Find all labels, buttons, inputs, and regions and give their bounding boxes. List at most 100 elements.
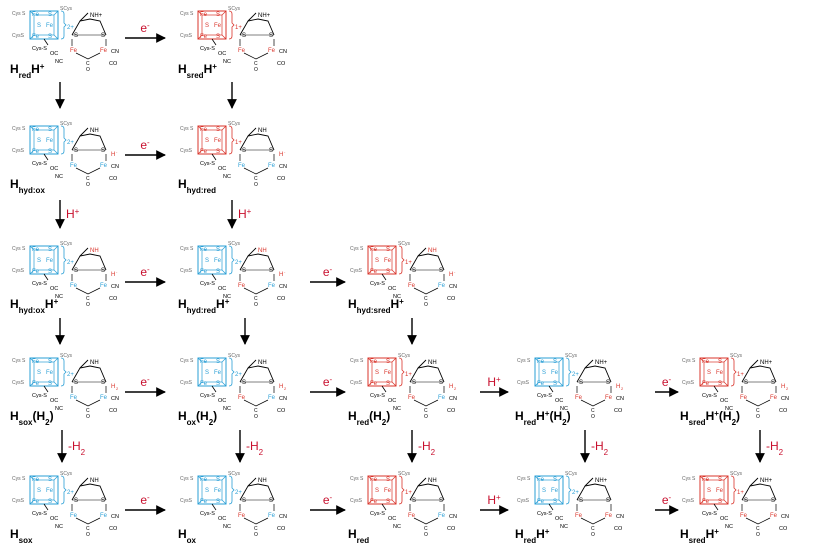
- svg-text:CysS: CysS: [12, 148, 25, 154]
- svg-text:NH: NH: [258, 360, 267, 366]
- reagent-label-minus_h2: -H2: [766, 439, 784, 457]
- svg-text:O: O: [254, 302, 258, 308]
- svg-text:1+: 1+: [235, 25, 242, 31]
- svg-text:S: S: [48, 477, 52, 483]
- svg-text:CysS: CysS: [517, 380, 530, 386]
- svg-text:SCys: SCys: [228, 353, 240, 359]
- svg-text:Cys S: Cys S: [12, 126, 26, 132]
- svg-text:O: O: [86, 414, 90, 420]
- svg-text:NC: NC: [55, 406, 63, 412]
- state-label: HredH+: [10, 62, 45, 80]
- svg-text:Cys S: Cys S: [350, 358, 364, 364]
- svg-text:NH: NH: [258, 128, 267, 134]
- svg-text:S: S: [101, 33, 105, 39]
- svg-text:Fe: Fe: [408, 513, 416, 519]
- svg-text:CO: CO: [277, 296, 286, 302]
- svg-text:OC: OC: [218, 398, 226, 404]
- svg-text:Fe: Fe: [200, 149, 208, 155]
- svg-text:S: S: [386, 269, 390, 275]
- svg-text:CysS: CysS: [180, 33, 193, 39]
- svg-text:Cys S: Cys S: [517, 358, 531, 364]
- svg-text:C: C: [86, 296, 90, 302]
- svg-text:SCys: SCys: [228, 121, 240, 127]
- svg-text:OC: OC: [50, 516, 58, 522]
- svg-text:Fe: Fe: [384, 370, 392, 376]
- svg-text:NH: NH: [428, 360, 437, 366]
- svg-text:SCys: SCys: [398, 353, 410, 359]
- svg-text:S: S: [216, 499, 220, 505]
- svg-text:CN: CN: [111, 164, 119, 170]
- svg-text:1+: 1+: [737, 490, 744, 496]
- svg-text:Fe: Fe: [70, 513, 78, 519]
- svg-text:CysS: CysS: [12, 33, 25, 39]
- svg-text:-: -: [284, 149, 286, 154]
- svg-text:CN: CN: [111, 49, 119, 55]
- svg-text:NC: NC: [223, 294, 231, 300]
- h2-label: H: [279, 384, 283, 390]
- svg-text:1+: 1+: [405, 260, 412, 266]
- svg-text:Fe: Fe: [214, 370, 222, 376]
- svg-text:O: O: [254, 67, 258, 73]
- svg-text:2: 2: [786, 386, 789, 391]
- svg-text:NC: NC: [393, 524, 401, 530]
- svg-text:C: C: [86, 408, 90, 414]
- svg-text:S: S: [553, 477, 557, 483]
- svg-text:S: S: [553, 499, 557, 505]
- svg-text:SCys: SCys: [60, 6, 72, 12]
- svg-text:NH: NH: [90, 128, 99, 134]
- svg-text:Fe: Fe: [408, 283, 416, 289]
- svg-text:CN: CN: [111, 284, 119, 290]
- svg-text:Cys-S: Cys-S: [702, 511, 717, 517]
- svg-text:Fe: Fe: [740, 395, 748, 401]
- state-label: Hhyd:redH+: [178, 297, 230, 315]
- svg-text:Fe: Fe: [200, 247, 208, 253]
- reagent-label-electron: e-: [662, 493, 672, 508]
- svg-text:NH+: NH+: [258, 13, 271, 19]
- svg-text:Fe: Fe: [716, 488, 724, 494]
- svg-text:O: O: [591, 414, 595, 420]
- svg-text:Cys-S: Cys-S: [32, 393, 47, 399]
- svg-text:S: S: [242, 33, 246, 39]
- svg-text:C: C: [756, 526, 760, 532]
- state-label: Hred: [348, 527, 369, 545]
- svg-text:Fe: Fe: [770, 513, 778, 519]
- svg-text:NH: NH: [90, 478, 99, 484]
- hydride-label: H: [111, 152, 115, 158]
- svg-text:-: -: [116, 149, 118, 154]
- svg-text:SCys: SCys: [398, 471, 410, 477]
- svg-text:S: S: [101, 148, 105, 154]
- svg-text:S: S: [744, 498, 748, 504]
- svg-text:S: S: [74, 268, 78, 274]
- svg-text:OC: OC: [50, 166, 58, 172]
- state-label: Hhyd:ox: [10, 177, 45, 195]
- svg-text:Fe: Fe: [70, 163, 78, 169]
- svg-text:S: S: [412, 380, 416, 386]
- svg-text:S: S: [412, 268, 416, 274]
- svg-text:CO: CO: [614, 408, 623, 414]
- reagent-label-electron: e-: [140, 21, 150, 36]
- svg-text:NC: NC: [223, 524, 231, 530]
- svg-text:S: S: [74, 33, 78, 39]
- reagent-label-electron: e-: [323, 265, 333, 280]
- svg-text:-: -: [454, 269, 456, 274]
- svg-text:S: S: [216, 34, 220, 40]
- svg-text:C: C: [254, 176, 258, 182]
- hydride-label: H: [279, 272, 283, 278]
- svg-text:NC: NC: [55, 294, 63, 300]
- state-label: Hhyd:red: [178, 177, 216, 195]
- svg-text:O: O: [86, 532, 90, 538]
- svg-text:C: C: [86, 526, 90, 532]
- transition-t21: e-: [125, 493, 166, 515]
- svg-text:Fe: Fe: [46, 488, 54, 494]
- svg-text:OC: OC: [555, 398, 563, 404]
